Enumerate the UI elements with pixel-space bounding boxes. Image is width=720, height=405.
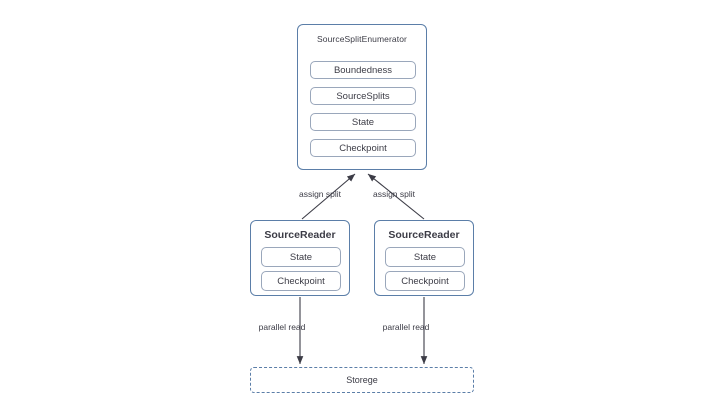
edge-label-assign-split-left: assign split bbox=[298, 189, 342, 199]
storage-label: Storege bbox=[346, 375, 378, 385]
edge-label-parallel-read-right: parallel read bbox=[382, 322, 430, 332]
edge-label-parallel-read-left: parallel read bbox=[258, 322, 306, 332]
source-reader-left-slot-state[interactable]: State bbox=[261, 247, 341, 267]
node-source-reader-left[interactable]: SourceReader State Checkpoint bbox=[250, 220, 350, 296]
source-reader-left-slot-checkpoint[interactable]: Checkpoint bbox=[261, 271, 341, 291]
enumerator-title: SourceSplitEnumerator bbox=[317, 34, 407, 44]
enumerator-slot-boundedness[interactable]: Boundedness bbox=[310, 61, 416, 79]
enumerator-slot-sourcesplits[interactable]: SourceSplits bbox=[310, 87, 416, 105]
source-reader-right-slot-checkpoint[interactable]: Checkpoint bbox=[385, 271, 465, 291]
enumerator-slot-state[interactable]: State bbox=[310, 113, 416, 131]
enumerator-slot-checkpoint[interactable]: Checkpoint bbox=[310, 139, 416, 157]
source-reader-right-title: SourceReader bbox=[388, 229, 460, 241]
node-source-reader-right[interactable]: SourceReader State Checkpoint bbox=[374, 220, 474, 296]
source-reader-right-slot-state[interactable]: State bbox=[385, 247, 465, 267]
edge-label-assign-split-right: assign split bbox=[372, 189, 416, 199]
source-reader-left-title: SourceReader bbox=[264, 229, 336, 241]
node-storage[interactable]: Storege bbox=[250, 367, 474, 393]
node-source-split-enumerator[interactable]: SourceSplitEnumerator Boundedness Source… bbox=[297, 24, 427, 170]
